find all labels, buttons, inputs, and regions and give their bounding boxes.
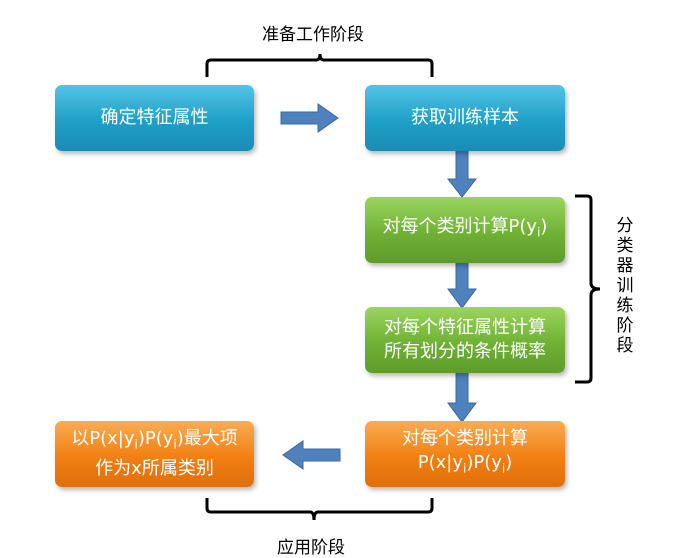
box-calc-py: 对每个类别计算P(yi) (365, 197, 565, 263)
box-result-line1: 以P(x|yi)P(yi)最大项 (71, 428, 238, 452)
box-result: 以P(x|yi)P(yi)最大项 作为x所属类别 (55, 421, 254, 487)
box-calc-joint-line1: 对每个类别计算 (402, 428, 528, 450)
box-calc-py-text: 对每个类别计算P(yi) (382, 216, 548, 240)
bracket-train (575, 194, 601, 384)
bracket-prep (205, 53, 434, 77)
box-result-line2: 作为x所属类别 (95, 457, 214, 479)
arrow-down-icon-3 (447, 370, 477, 423)
box-get-samples: 获取训练样本 (365, 85, 565, 151)
stage-label-train: 分类器训练阶段 (616, 216, 634, 356)
stage-label-prep: 准备工作阶段 (262, 25, 364, 45)
arrow-down-icon-2 (447, 258, 477, 309)
box-determine-features: 确定特征属性 (55, 85, 254, 151)
arrow-down-icon-1 (446, 148, 478, 198)
box-calc-joint: 对每个类别计算 P(x|yi)P(yi) (365, 421, 565, 487)
box-calc-joint-line2: P(x|yi)P(yi) (417, 452, 513, 476)
box-determine-features-text: 确定特征属性 (100, 107, 209, 128)
box-calc-cond-prob-line2: 所有划分的条件概率 (384, 341, 546, 362)
box-calc-cond-prob-line1: 对每个特征属性计算 (384, 317, 546, 338)
arrow-left-icon (282, 440, 341, 470)
box-get-samples-text: 获取训练样本 (411, 107, 519, 128)
box-calc-cond-prob: 对每个特征属性计算 所有划分的条件概率 (365, 307, 565, 373)
bracket-apply (205, 498, 434, 521)
arrow-right-icon (280, 103, 339, 133)
